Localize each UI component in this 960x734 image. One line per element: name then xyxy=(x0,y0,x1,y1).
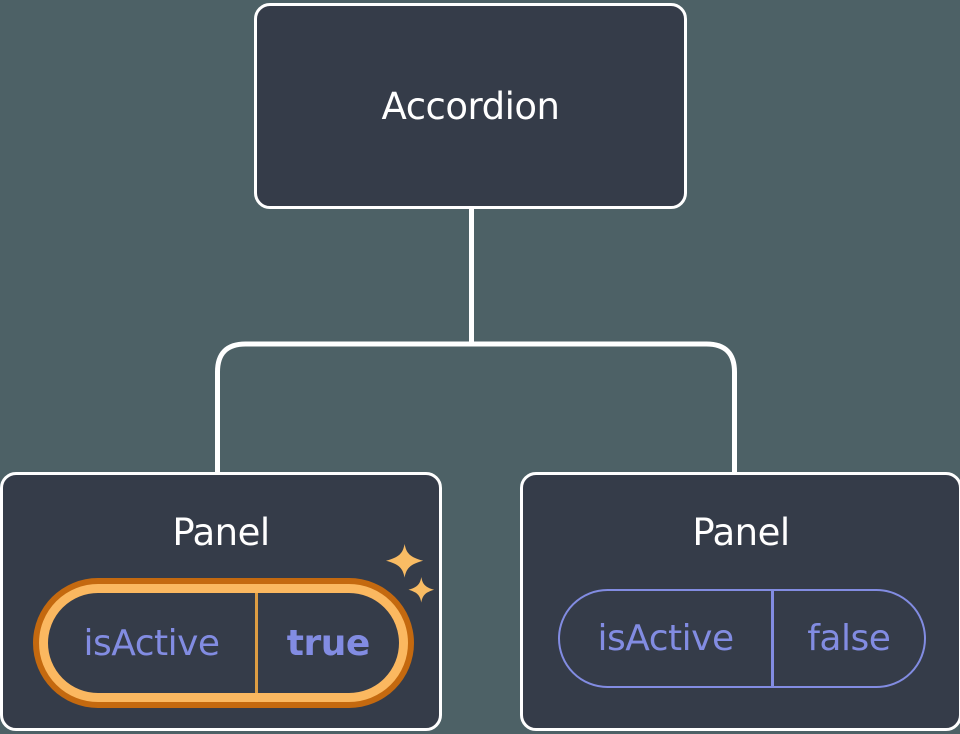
sparkle-icon-large xyxy=(386,544,424,578)
sparkle-icon-small xyxy=(408,577,435,603)
node-accordion: Accordion xyxy=(254,3,687,209)
state-key-label: isActive xyxy=(597,618,734,659)
panel-label: Panel xyxy=(692,511,790,554)
state-value-label: true xyxy=(286,622,371,664)
sparkles-icon xyxy=(386,544,435,603)
state-value-label: false xyxy=(807,618,891,659)
state-key-label: isActive xyxy=(83,622,220,664)
state-pill-active: isActive true xyxy=(39,584,408,702)
node-panel-active: Panel isActive true xyxy=(0,472,442,731)
pill-divider xyxy=(771,591,774,686)
accordion-label: Accordion xyxy=(381,84,560,128)
connector-branch xyxy=(215,341,737,472)
pill-divider xyxy=(255,593,258,693)
node-panel-inactive: Panel isActive false xyxy=(520,472,960,731)
state-pill-inactive: isActive false xyxy=(558,589,926,688)
panel-label: Panel xyxy=(172,511,270,554)
